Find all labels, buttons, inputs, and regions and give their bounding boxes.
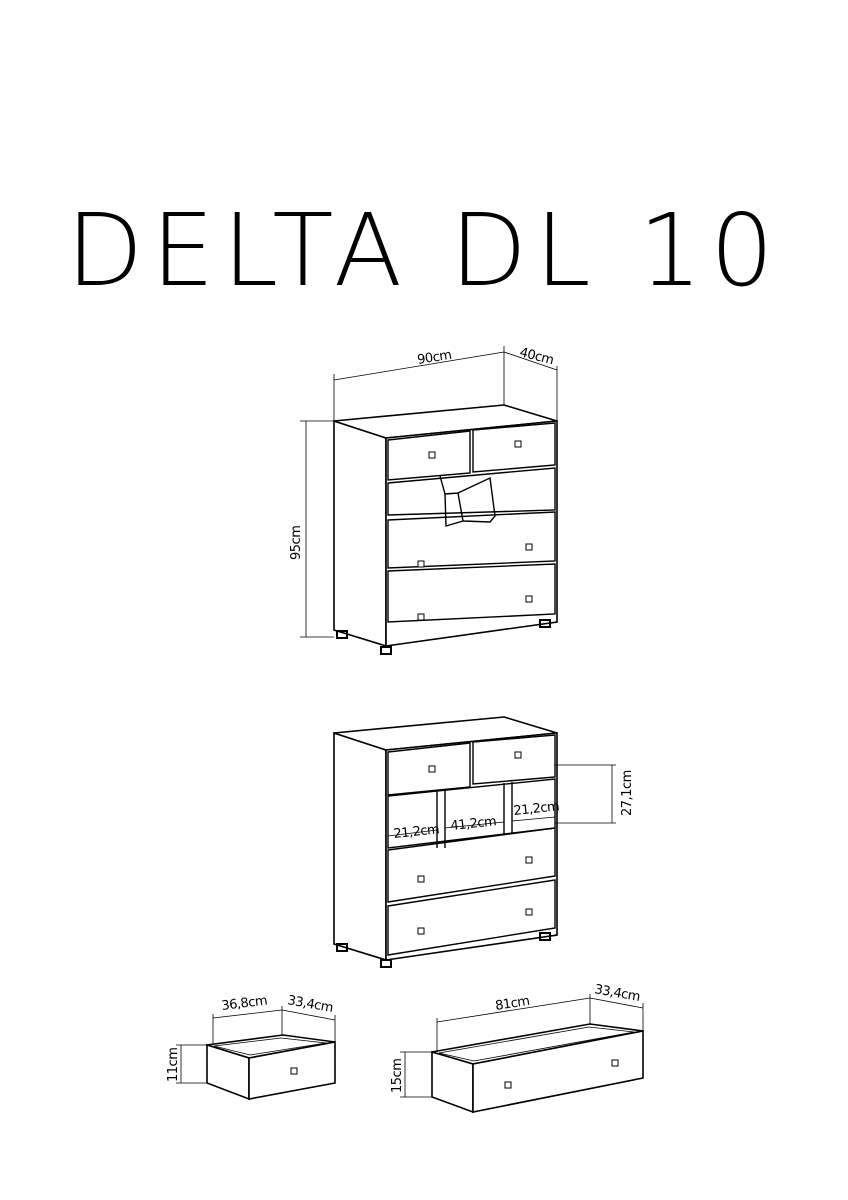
dim-width-label: 90cm	[416, 348, 452, 368]
small-drawer-drawing	[176, 1006, 336, 1101]
dim-small-height-label: 11cm	[166, 1048, 181, 1082]
large-drawer-drawing	[400, 994, 644, 1114]
dresser-closed-view	[300, 346, 558, 655]
dim-niche-middle-label: 41,2cm	[450, 814, 497, 834]
dim-large-depth-label: 33,4cm	[593, 982, 641, 1005]
dim-niche-height-label: 27,1cm	[620, 770, 635, 816]
dim-small-width-label: 36,8cm	[221, 994, 268, 1014]
dim-depth-label: 40cm	[518, 345, 555, 368]
dim-large-height-label: 15cm	[390, 1059, 405, 1093]
dim-niche-left-label: 21,2cm	[393, 822, 440, 842]
dim-height-label: 95cm	[289, 526, 304, 560]
dim-niche-right-label: 21,2cm	[513, 799, 560, 819]
product-title: DELTA DL 10	[66, 192, 782, 309]
dim-large-width-label: 81cm	[494, 994, 530, 1014]
dresser-open-view	[333, 716, 616, 968]
